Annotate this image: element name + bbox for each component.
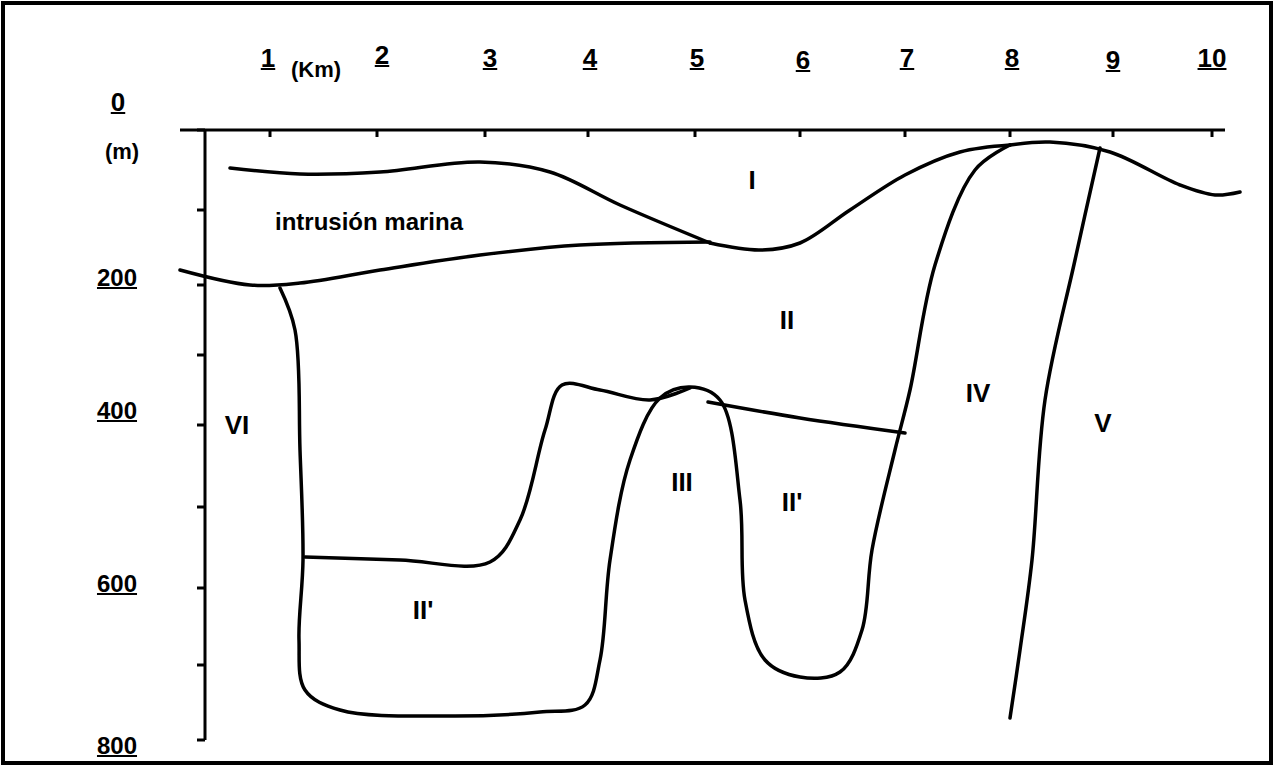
depth-axis xyxy=(204,130,207,740)
unit-boundary xyxy=(708,402,905,433)
axis-tick xyxy=(197,424,205,427)
axis-unit: (m) xyxy=(105,141,139,163)
axis-number: 4 xyxy=(583,45,597,71)
axis-tick xyxy=(694,130,697,137)
axis-number: 6 xyxy=(796,47,810,73)
unit-boundary xyxy=(230,162,710,243)
ground-surface xyxy=(1010,142,1240,195)
unit-label: III xyxy=(671,469,693,495)
axis-tick xyxy=(799,130,802,137)
axis-tick xyxy=(376,130,379,137)
axis-tick xyxy=(1211,130,1214,137)
axis-tick xyxy=(1009,130,1012,137)
axis-number: 10 xyxy=(1198,45,1227,71)
axis-number: 9 xyxy=(1106,47,1120,73)
axis-number: 2 xyxy=(375,42,389,68)
axis-tick xyxy=(904,130,907,137)
distance-axis xyxy=(180,129,1225,132)
unit-boundary xyxy=(305,383,690,566)
axis-tick xyxy=(269,130,272,137)
axis-tick xyxy=(197,209,205,212)
unit-label: intrusión marina xyxy=(275,210,463,234)
axis-tick xyxy=(197,284,205,287)
axis-number: 3 xyxy=(483,45,497,71)
frame xyxy=(3,3,1271,763)
axis-number: 8 xyxy=(1005,45,1019,71)
axis-number: 0 xyxy=(111,89,125,115)
unit-boundary xyxy=(180,242,710,286)
unit-label: V xyxy=(1094,410,1111,436)
unit-label: II xyxy=(780,307,794,333)
fault-line xyxy=(1010,148,1100,718)
unit-label: II' xyxy=(782,489,803,515)
axis-tick xyxy=(197,587,205,590)
unit-label: IV xyxy=(966,380,991,406)
axis-tick xyxy=(587,130,590,137)
axis-number: 1 xyxy=(261,45,275,71)
axis-tick xyxy=(197,354,205,357)
axis-number: 600 xyxy=(97,572,137,596)
axis-tick xyxy=(197,739,205,742)
axis-tick xyxy=(197,664,205,667)
axis-number: 5 xyxy=(690,45,704,71)
axis-number: 400 xyxy=(97,399,137,423)
axis-number: 200 xyxy=(97,266,137,290)
unit-label: I xyxy=(748,167,755,193)
unit-boundary xyxy=(710,145,1010,250)
axis-tick xyxy=(484,130,487,137)
axis-number: 800 xyxy=(97,734,137,758)
unit-label: II' xyxy=(413,597,434,623)
axis-unit: (Km) xyxy=(291,59,341,81)
axis-number: 7 xyxy=(900,45,914,71)
axis-tick xyxy=(1112,130,1115,137)
axis-tick xyxy=(197,129,205,132)
unit-label: VI xyxy=(225,412,250,438)
axis-tick xyxy=(197,506,205,509)
